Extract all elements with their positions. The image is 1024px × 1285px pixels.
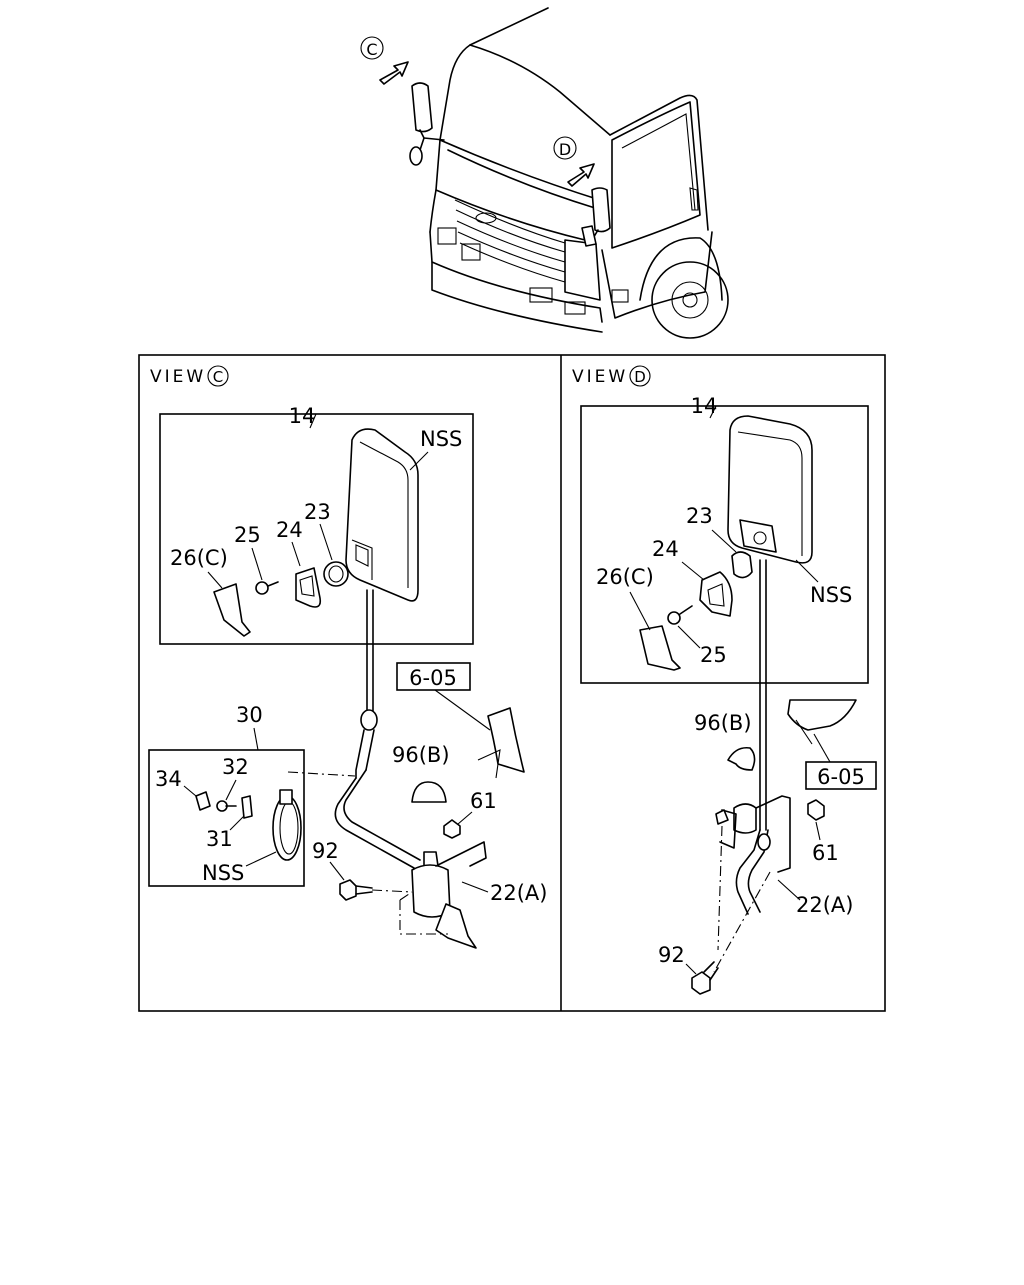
view-c-label-22a: 22(A) [490,881,547,905]
view-d-label-22a: 22(A) [796,893,853,917]
overview-marker-c: C [366,40,377,59]
view-c-label-14: 14 [289,404,316,428]
view-c-label-nss-sub: NSS [202,861,244,885]
view-c-mirror-box [159,413,474,645]
view-c-label-nss-mirror: NSS [420,427,462,451]
view-d-circle-icon [629,365,651,387]
view-c-label-ref: 6-05 [409,666,457,690]
view-d-marker-icon [553,136,577,160]
view-c-sub-box [148,749,305,887]
view-c-circle-icon [207,365,229,387]
view-d-label-24: 24 [652,537,679,561]
view-c-label-31: 31 [206,827,233,851]
view-c-label-23: 23 [304,500,331,524]
overview-marker-d: D [559,140,571,159]
view-d-circle-letter: D [634,368,646,386]
view-c-panel: VIEW C 14 NSS 23 24 25 26(C) [148,365,547,949]
views-frame [138,354,886,1012]
view-c-label-26c: 26(C) [170,546,228,570]
view-c-label-24: 24 [276,518,303,542]
view-d-panel: VIEW D 14 NSS 23 24 25 26(C) [572,365,877,995]
view-d-mirror-box [580,405,869,684]
view-c-mirror-head [345,428,419,602]
view-c-title: VIEW [150,367,206,387]
view-d-label-ref: 6-05 [817,765,865,789]
view-d-label-92: 92 [658,943,685,967]
view-c-label-32: 32 [222,755,249,779]
view-d-label-nss-mirror: NSS [810,583,852,607]
view-c-label-25: 25 [234,523,261,547]
view-c-label-96b: 96(B) [392,743,450,767]
view-d-label-61: 61 [812,841,839,865]
view-c-label-30: 30 [236,703,263,727]
view-d-label-26c: 26(C) [596,565,654,589]
view-c-label-92: 92 [312,839,339,863]
view-d-label-96b: 96(B) [694,711,752,735]
view-d-label-23: 23 [686,504,713,528]
view-d-label-25: 25 [700,643,727,667]
view-d-ref-box [805,761,877,790]
view-c-marker-icon [360,36,384,60]
view-c-ref-box [396,662,471,691]
view-c-label-34: 34 [155,767,182,791]
view-d-title: VIEW [572,367,628,387]
truck-overview: C D [360,7,729,339]
view-c-label-61: 61 [470,789,497,813]
view-c-circle-letter: C [213,368,223,386]
